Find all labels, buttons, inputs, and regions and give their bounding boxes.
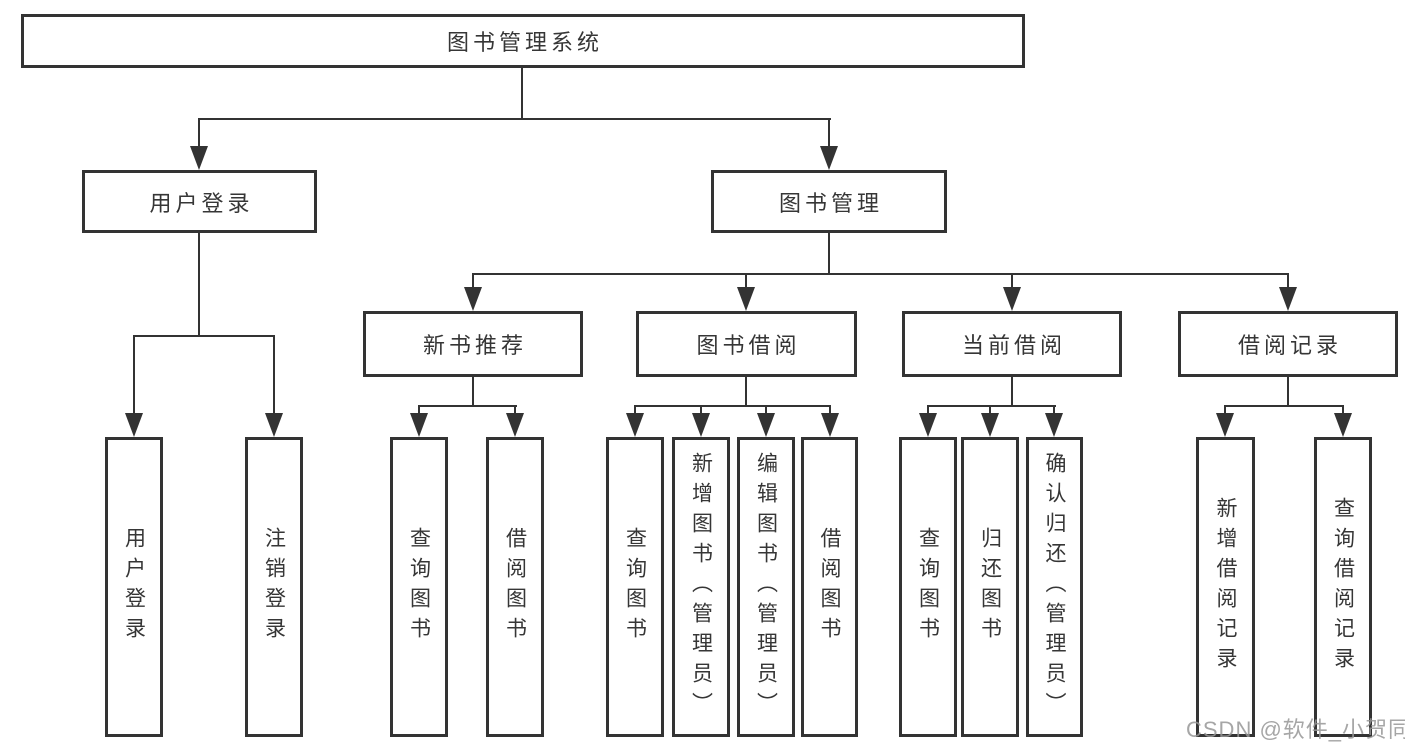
leaf-logout: 注销登录: [245, 437, 303, 737]
arrowhead-icon: [464, 287, 482, 311]
connector-bookmgmt-vline: [828, 233, 830, 275]
node-book-management: 图书管理: [711, 170, 947, 233]
arrowhead-icon: [190, 146, 208, 170]
connector-current-hline: [927, 405, 1056, 407]
leaf-query-books-borrowing: 查询图书: [606, 437, 664, 737]
arrowhead-icon: [626, 413, 644, 437]
leaf-label: 编辑图书（管理员）: [754, 452, 778, 722]
arrowhead-icon: [410, 413, 428, 437]
leaf-add-book-admin: 新增图书（管理员）: [672, 437, 730, 737]
connector-records-shaft: [1342, 405, 1344, 417]
leaf-label: 查询图书: [916, 527, 940, 647]
connector-records-hline: [1224, 405, 1344, 407]
arrowhead-icon: [1334, 413, 1352, 437]
connector-newbook-shaft: [418, 405, 420, 417]
node-label: 图书管理: [778, 190, 883, 216]
arrowhead-icon: [692, 413, 710, 437]
leaf-label: 查询图书: [407, 527, 431, 647]
connector-borrowing-shaft: [700, 405, 702, 417]
leaf-add-borrow-record: 新增借阅记录: [1196, 437, 1255, 737]
arrowhead-icon: [821, 413, 839, 437]
node-user-login: 用户登录: [82, 170, 317, 233]
leaf-label: 查询图书: [623, 527, 647, 647]
arrowhead-icon: [757, 413, 775, 437]
arrowhead-icon: [919, 413, 937, 437]
leaf-label: 借阅图书: [818, 527, 841, 647]
arrowhead-icon: [1003, 287, 1021, 311]
node-label: 图书管理系统: [446, 30, 603, 55]
leaf-label: 查询借阅记录: [1331, 497, 1355, 677]
node-book-borrowing: 图书借阅: [636, 311, 857, 377]
connector-bookmgmt-shaft: [1011, 273, 1013, 287]
connector-records-vline: [1287, 377, 1289, 407]
node-label: 当前借阅: [961, 333, 1066, 358]
arrowhead-icon: [737, 287, 755, 311]
node-label: 图书借阅: [696, 333, 801, 358]
connector-borrowing-shaft: [829, 405, 831, 417]
leaf-label: 借阅图书: [503, 527, 527, 647]
connector-root-right-shaft: [828, 118, 830, 150]
leaf-borrow-books: 借阅图书: [801, 437, 858, 737]
arrowhead-icon: [981, 413, 999, 437]
connector-newbook-vline: [472, 377, 474, 407]
arrowhead-icon: [1045, 413, 1063, 437]
arrowhead-icon: [506, 413, 524, 437]
connector-borrowing-vline: [745, 377, 747, 407]
connector-userlogin-shaft: [273, 335, 275, 417]
node-current-borrowing: 当前借阅: [902, 311, 1122, 377]
connector-bookmgmt-shaft: [1287, 273, 1289, 287]
node-label: 借阅记录: [1237, 333, 1342, 358]
node-label: 用户登录: [149, 190, 254, 216]
arrowhead-icon: [265, 413, 283, 437]
leaf-label: 新增借阅记录: [1214, 497, 1237, 677]
leaf-confirm-return-admin: 确认归还（管理员）: [1026, 437, 1083, 737]
arrowhead-icon: [1279, 287, 1297, 311]
leaf-user-login: 用户登录: [105, 437, 163, 737]
leaf-label: 归还图书: [978, 527, 1002, 647]
arrowhead-icon: [820, 146, 838, 170]
leaf-label: 新增图书（管理员）: [689, 452, 713, 722]
connector-current-shaft: [927, 405, 929, 417]
node-borrowing-records: 借阅记录: [1178, 311, 1398, 377]
connector-bookmgmt-shaft: [472, 273, 474, 287]
connector-userlogin-shaft: [133, 335, 135, 417]
connector-userlogin-hline: [133, 335, 275, 337]
csdn-watermark: CSDN @软件_小贺同学: [1186, 717, 1405, 742]
arrowhead-icon: [125, 413, 143, 437]
node-new-book-recommendation: 新书推荐: [363, 311, 583, 377]
connector-borrowing-shaft: [765, 405, 767, 417]
connector-bookmgmt-shaft: [745, 273, 747, 287]
connector-newbook-hline: [418, 405, 517, 407]
connector-root-hline: [198, 118, 831, 120]
connector-current-shaft: [1053, 405, 1055, 417]
leaf-borrow-books-recommend: 借阅图书: [486, 437, 544, 737]
leaf-label: 用户登录: [122, 527, 146, 647]
connector-newbook-shaft: [514, 405, 516, 417]
connector-root-left-shaft: [198, 118, 200, 150]
leaf-return-books: 归还图书: [961, 437, 1019, 737]
leaf-query-books-current: 查询图书: [899, 437, 957, 737]
leaf-edit-book-admin: 编辑图书（管理员）: [737, 437, 795, 737]
connector-borrowing-shaft: [634, 405, 636, 417]
connector-borrowing-hline: [634, 405, 831, 407]
connector-records-shaft: [1224, 405, 1226, 417]
connector-current-vline: [1011, 377, 1013, 407]
arrowhead-icon: [1216, 413, 1234, 437]
node-label: 新书推荐: [422, 333, 527, 358]
leaf-label: 注销登录: [262, 527, 286, 647]
leaf-label: 确认归还（管理员）: [1043, 452, 1066, 722]
leaf-query-borrow-record: 查询借阅记录: [1314, 437, 1372, 737]
node-library-management-system: 图书管理系统: [21, 14, 1025, 68]
connector-userlogin-vline: [198, 233, 200, 337]
connector-current-shaft: [989, 405, 991, 417]
leaf-query-books-recommend: 查询图书: [390, 437, 448, 737]
connector-root-vline: [521, 68, 523, 120]
connector-bookmgmt-hline: [472, 273, 1288, 275]
